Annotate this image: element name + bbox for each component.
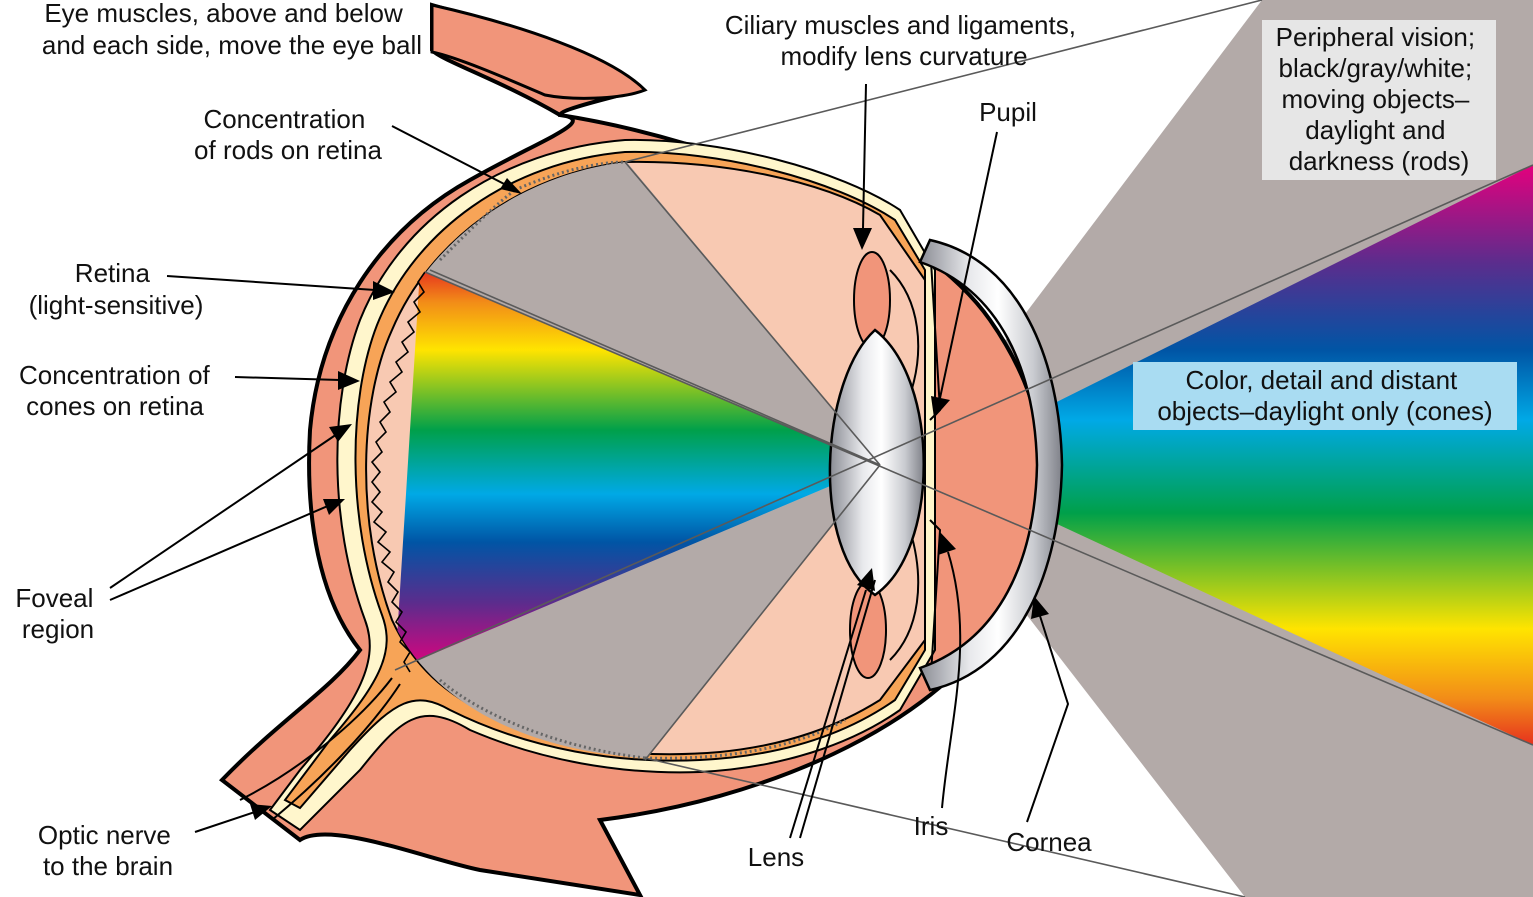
label-cornea: Cornea [1006, 827, 1092, 857]
cornea [918, 238, 1064, 692]
leader-ciliary [862, 83, 867, 229]
leader-rods [391, 125, 513, 189]
arrow-retina [373, 281, 395, 300]
label-rods-concentration: Concentration of rods on retina [194, 104, 382, 165]
peripheral-vision-text: Peripheral vision; black/gray/white; mov… [1276, 22, 1483, 176]
leader-pupil [939, 131, 998, 399]
ray [624, 0, 1263, 163]
ray [644, 757, 1246, 897]
arrow-lens [857, 568, 875, 591]
leader-foveal-lower [109, 504, 331, 601]
eye-muscle-upper [430, 3, 648, 100]
arrow-cornea [1031, 596, 1049, 619]
label-retina: Retina (light-sensitive) [29, 258, 204, 320]
optic-nerve [239, 677, 401, 821]
label-foveal-region: Foveal region [15, 583, 100, 644]
ray [624, 161, 881, 466]
light-rays [394, 0, 1533, 897]
leader-optic-nerve [194, 811, 256, 833]
rod-dots [438, 160, 846, 760]
peripheral-vision-box [1262, 20, 1496, 180]
label-eye-muscles: Eye muscles, above and below and each si… [42, 0, 422, 60]
ciliary-muscle-lower [849, 581, 887, 679]
label-ciliary: Ciliary muscles and ligaments, modify le… [725, 10, 1083, 71]
arrow-pupil [931, 396, 950, 418]
arrow-rods [500, 178, 522, 194]
leader-cornea [1026, 615, 1070, 823]
leader-cones [234, 376, 341, 381]
leader-foveal-upper [109, 431, 341, 589]
label-optic-nerve: Optic nerve to the brain [38, 820, 178, 881]
peripheral-field-upper [380, 162, 880, 465]
ray [644, 464, 881, 761]
label-iris: Iris [914, 811, 949, 841]
leader-lens [789, 589, 867, 839]
ray [429, 269, 881, 466]
arrow-cones [338, 371, 360, 390]
color-vision-text: Color, detail and distant objects–daylig… [1157, 365, 1492, 426]
cone-sawtooth [370, 271, 426, 673]
leader-retina [166, 275, 376, 291]
ray [424, 271, 1533, 746]
ciliary-ligaments [889, 269, 920, 661]
color-spectrum-retina [395, 270, 880, 670]
label-pupil: Pupil [979, 97, 1037, 127]
arrow-optic-nerve [250, 804, 272, 820]
color-spectrum-right [930, 165, 1533, 745]
color-vision-box [1133, 362, 1517, 430]
arrow-foveal-lower [323, 499, 345, 515]
leader-iris [941, 551, 962, 809]
label-cones-concentration: Concentration of cones on retina [19, 360, 217, 421]
interior-fields [380, 162, 880, 758]
arrow-foveal-upper [329, 424, 352, 442]
arrow-iris [938, 532, 956, 555]
label-lens: Lens [748, 842, 804, 872]
lens [828, 328, 925, 597]
leader-lens-2 [799, 579, 876, 839]
arrow-ciliary [853, 228, 872, 250]
peripheral-field-lower [380, 465, 880, 758]
ray [394, 164, 1533, 671]
